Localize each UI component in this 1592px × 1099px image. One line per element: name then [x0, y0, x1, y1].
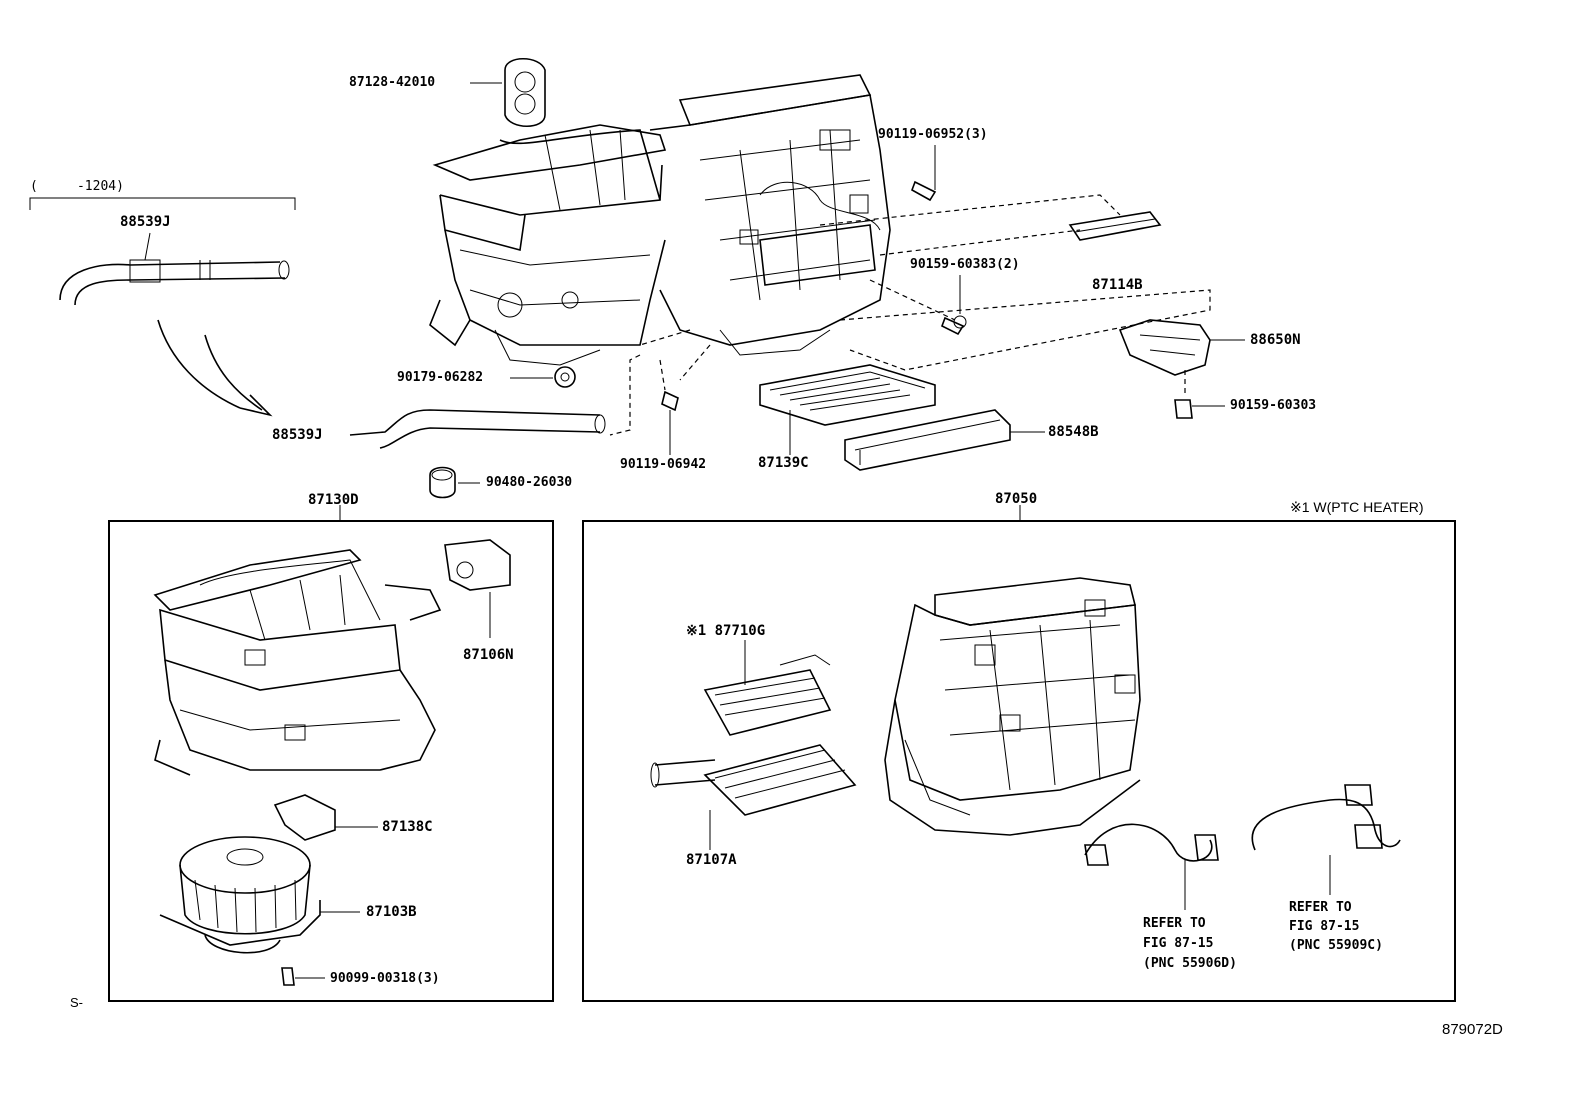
callout-87130D: 87130D	[308, 492, 359, 508]
hvac-unit-drawing	[29, 58, 1245, 499]
corner-mark: S-	[70, 995, 83, 1010]
callout-90159-60303: 90159-60303	[1230, 398, 1317, 413]
ptc-heater-note: ※1 W(PTC HEATER)	[1290, 499, 1424, 515]
callout-87114B: 87114B	[1092, 277, 1143, 293]
callout-88539J-old: 88539J	[120, 214, 171, 230]
heater-assembly-drawing	[650, 505, 1401, 910]
callout-87050: 87050	[995, 491, 1038, 507]
callout-90119-06942: 90119-06942	[620, 457, 707, 472]
refer-note-2-line3: (PNC 55909C)	[1289, 938, 1383, 953]
blower-assembly-box	[108, 520, 554, 1002]
refer-note-1-line3: (PNC 55906D)	[1143, 956, 1237, 971]
callout-87139C: 87139C	[758, 455, 809, 471]
callout-range: ( -1204)	[30, 179, 124, 194]
refer-note-1-line2: FIG 87-15	[1143, 936, 1214, 951]
figure-id: 879072D	[1442, 1021, 1503, 1038]
callout-90179-06282: 90179-06282	[397, 370, 484, 385]
callout-90159-60383: 90159-60383(2)	[910, 257, 1020, 272]
callout-87138C: 87138C	[382, 819, 433, 835]
callout-88539J-new: 88539J	[272, 427, 323, 443]
refer-note-2-line1: REFER TO	[1289, 900, 1352, 915]
callout-90119-06952: 90119-06952(3)	[878, 127, 988, 142]
refer-note-1-line1: REFER TO	[1143, 916, 1206, 931]
callout-87710G: ※1 87710G	[686, 623, 766, 639]
callout-87107A: 87107A	[686, 852, 737, 868]
heater-assembly-box	[582, 520, 1456, 1002]
callout-90480-26030: 90480-26030	[486, 475, 573, 490]
callout-88650N: 88650N	[1250, 332, 1301, 348]
refer-note-2-line2: FIG 87-15	[1289, 919, 1360, 934]
callout-88548B: 88548B	[1048, 424, 1099, 440]
callout-87106N: 87106N	[463, 647, 514, 663]
callout-87128-42010: 87128-42010	[349, 75, 436, 90]
blower-assembly-drawing	[153, 505, 511, 986]
callout-87103B: 87103B	[366, 904, 417, 920]
callout-90099-00318: 90099-00318(3)	[330, 971, 440, 986]
